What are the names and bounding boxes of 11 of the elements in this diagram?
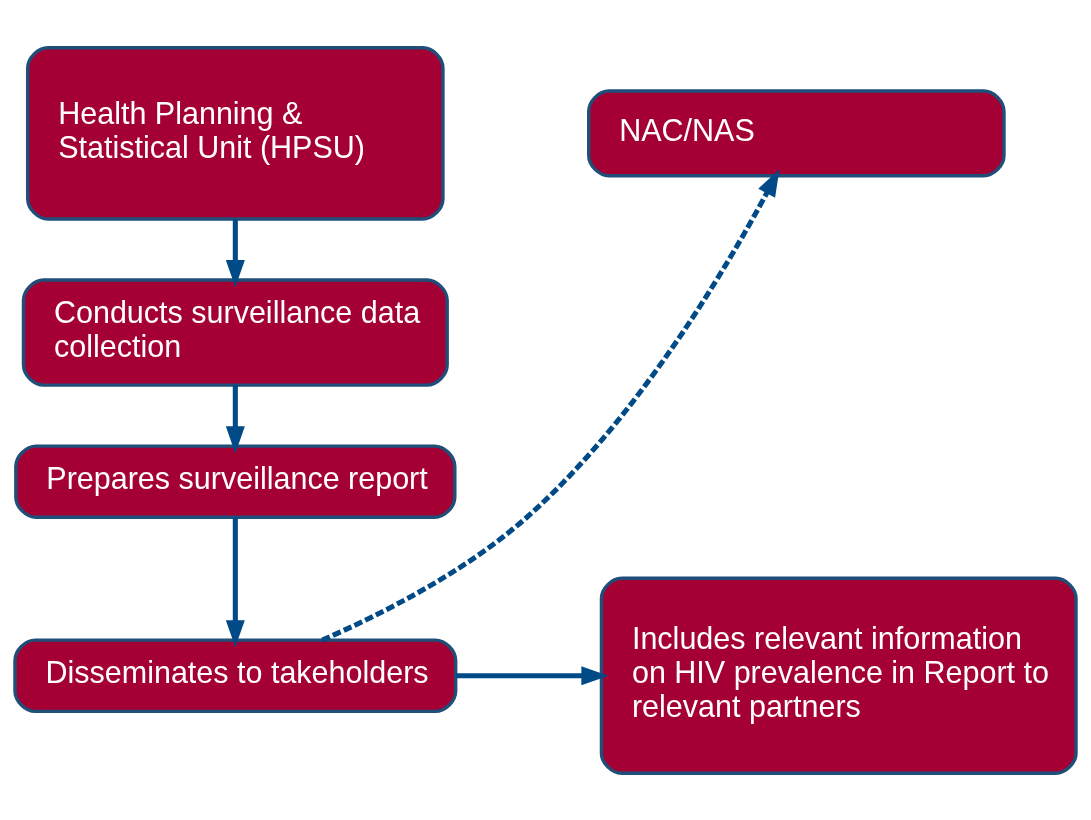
node-box: Conducts surveillance data collection — [21, 277, 449, 387]
node-box: Health Planning & Statistical Unit (HPSU) — [26, 45, 445, 221]
node-box: Disseminates to takeholders — [13, 637, 458, 713]
arrow — [225, 516, 245, 647]
arrow — [225, 384, 245, 453]
node-box: Prepares surveillance report — [14, 443, 457, 519]
arrow — [321, 168, 780, 642]
arrow — [225, 218, 245, 287]
node-box: Includes relevant information on HIV prevalence in Report to relevant partners — [599, 576, 1078, 775]
arrow — [455, 665, 609, 685]
node-box: NAC/NAS — [587, 88, 1006, 177]
